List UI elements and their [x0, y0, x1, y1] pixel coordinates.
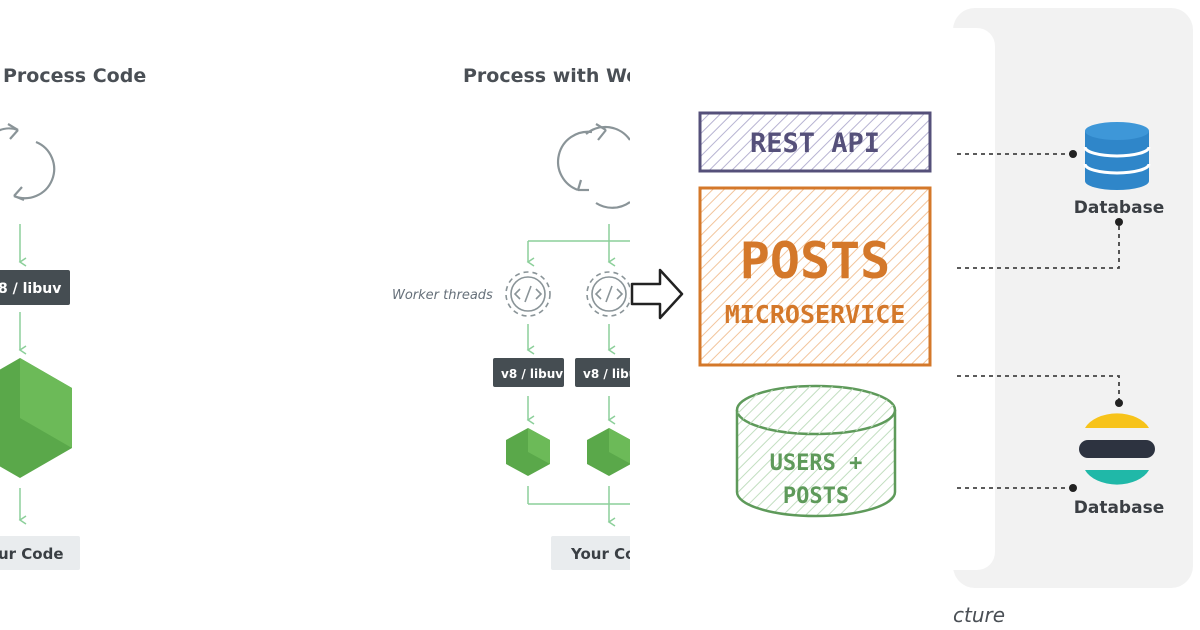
v8-libuv-label: 8 / libuv — [0, 281, 61, 297]
worker-your-code-box — [551, 536, 630, 570]
elasticsearch-icon — [1079, 413, 1155, 485]
worker-your-code-label: Your Co — [570, 545, 630, 563]
rest-api-box: REST API — [698, 111, 932, 173]
architecture-diagram: Database Database cture — [953, 0, 1200, 630]
posts-microservice-box: POSTS MICROSERVICE — [698, 186, 932, 367]
worker-v8-chip-2 — [575, 358, 630, 387]
your-code-box — [0, 536, 80, 570]
worker-threads-label: Worker threads — [392, 288, 493, 303]
node-process-diagram: Process Code 8 / libuv ur Code Process w… — [0, 65, 630, 570]
node-process-svg: Process Code 8 / libuv ur Code Process w… — [0, 65, 630, 570]
microservice-label: MICROSERVICE — [725, 300, 906, 329]
service-container — [953, 28, 995, 570]
single-process-title: Process Code — [3, 65, 146, 87]
users-label: USERS + — [770, 451, 863, 476]
gear-code-icon-1 — [505, 271, 551, 317]
nodejs-hexagon-small-1 — [506, 428, 550, 476]
posts-label: POSTS — [740, 232, 891, 290]
rest-api-label: REST API — [750, 128, 880, 159]
architecture-caption: cture — [953, 603, 1005, 627]
your-code-label: ur Code — [0, 545, 64, 563]
arrow-icon — [630, 268, 684, 320]
architecture-svg: Database Database cture — [953, 8, 1193, 627]
database-label-bottom: Database — [1074, 498, 1164, 518]
worker-v8-label-2: v8 / libu — [583, 367, 630, 381]
event-loop-icon-worker — [557, 123, 630, 209]
nodejs-hexagon-icon — [0, 358, 72, 478]
sketch-microservice-diagram: REST API POSTS MICROSERVICE USERS + POST… — [630, 0, 953, 630]
worker-process-title: Process with Wo — [463, 65, 630, 87]
nodejs-hexagon-small-2 — [587, 428, 630, 476]
sketch-microservice-svg: REST API POSTS MICROSERVICE USERS + POST… — [630, 111, 932, 518]
gear-code-icon-2 — [586, 271, 630, 317]
posts-db-label: POSTS — [783, 484, 849, 509]
v8-libuv-chip — [0, 270, 70, 305]
worker-v8-label-1: v8 / libuv — [501, 367, 563, 381]
worker-v8-chip-1 — [493, 358, 564, 387]
database-icon — [1083, 122, 1151, 190]
users-posts-database-icon: USERS + POSTS — [735, 384, 897, 518]
event-loop-icon — [0, 123, 56, 202]
database-label-top: Database — [1074, 198, 1164, 218]
